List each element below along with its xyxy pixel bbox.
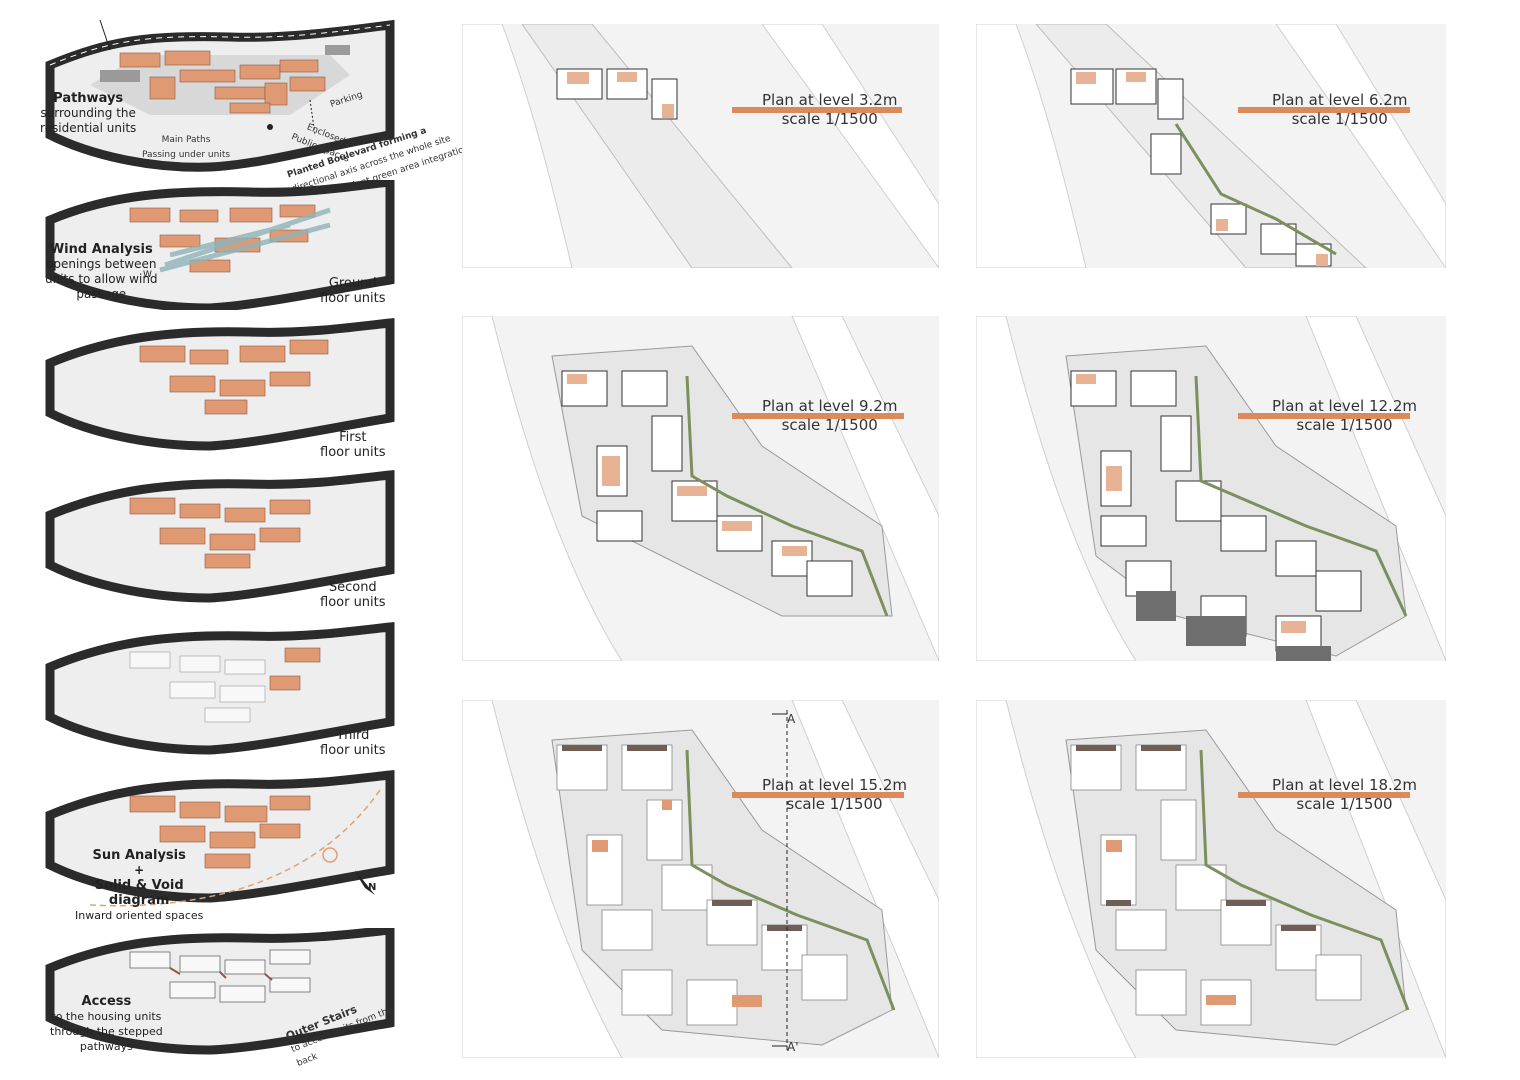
wind-line-2: units to allow wind [45,272,158,286]
axo-drawing [45,318,395,451]
plan-title: Plan at level 6.2m [1272,91,1408,109]
second-line-2: floor units [320,595,386,610]
sun-label: Sun Analysis + Solid & Void diagram Inwa… [75,848,203,923]
plan-title: Plan at level 18.2m [1272,776,1417,794]
section-label-top: A [787,712,796,726]
plan-title-block: Plan at level 15.2m scale 1/1500 [762,776,907,814]
plan-drawing [976,24,1446,268]
access-line-1: to the housing units [51,1010,162,1023]
sun-compass: N [368,882,377,893]
plan-scale: scale 1/1500 [781,416,878,434]
pathways-title: Pathways [53,91,124,106]
plan-scale: scale 1/1500 [1291,110,1388,128]
plan-title-block: Plan at level 18.2m scale 1/1500 [1272,776,1417,814]
plan-scale: scale 1/1500 [1296,795,1393,813]
plan-drawing [462,24,939,268]
section-label-bottom: A' [787,1040,799,1054]
plan-level-15-2: Plan at level 15.2m scale 1/1500 A A' [462,700,939,1058]
plan-title: Plan at level 9.2m [762,397,898,415]
axo-diagram-access: Access to the housing units through the … [30,928,395,1069]
plan-title-bar [1238,792,1410,798]
axo-diagram-sun: Sun Analysis + Solid & Void diagram Inwa… [30,770,395,930]
plan-drawing [462,700,939,1058]
plan-drawing [976,316,1446,661]
second-line-1: Second [328,580,377,595]
axo-diagram-second: Second floor units [30,470,395,615]
plan-level-12-2: Plan at level 12.2m scale 1/1500 [976,316,1446,661]
third-line-1: Third [336,728,370,743]
axo-drawing [45,470,395,603]
plan-scale: scale 1/1500 [786,795,883,813]
sun-sub: Inward oriented spaces [75,909,204,922]
sun-line-1: + [134,863,145,877]
wind-compass: W [143,270,152,280]
first-floor-label: First floor units [320,430,386,460]
axo-drawing [45,770,395,907]
third-line-2: floor units [320,743,386,758]
first-line-2: floor units [320,445,386,460]
axo-drawing [45,928,395,1055]
plan-title: Plan at level 3.2m [762,91,898,109]
plan-title-block: Plan at level 3.2m scale 1/1500 [762,91,897,129]
plan-scale: scale 1/1500 [1296,416,1393,434]
plan-title-block: Plan at level 9.2m scale 1/1500 [762,397,897,435]
plan-level-18-2: Plan at level 18.2m scale 1/1500 [976,700,1446,1058]
plan-title-bar [732,413,904,419]
plan-title-bar [732,107,902,113]
wind-title: Wind Analysis [49,242,153,257]
plan-title-block: Plan at level 6.2m scale 1/1500 [1272,91,1407,129]
second-floor-label: Second floor units [320,580,386,610]
wind-label: Wind Analysis openings between units to … [45,242,158,302]
access-title: Access [81,994,132,1009]
access-line-3: pathways [79,1040,133,1053]
ground-floor-label: Ground floor units [320,276,386,306]
ground-line-2: floor units [320,291,386,306]
wind-line-1: openings between [46,257,157,271]
plan-drawing [976,700,1446,1058]
pathways-label: Pathways surrounding the residential uni… [40,91,136,136]
access-label: Access to the housing units through the … [50,994,163,1054]
plan-title-block: Plan at level 12.2m scale 1/1500 [1272,397,1417,435]
plan-scale: scale 1/1500 [781,110,878,128]
axo-drawing [45,19,395,172]
sun-title: Sun Analysis [92,848,186,863]
wind-line-3: passage [76,287,127,301]
axo-diagram-first: First floor units [30,318,395,463]
pathways-line-1: surrounding the [40,106,136,120]
main-paths-note: Main Paths Passing under units [142,133,230,163]
plan-title-bar [732,792,904,798]
axo-diagram-pathways: Pathways surrounding the residential uni… [30,15,471,209]
pathways-line-2: residential units [40,121,137,135]
axo-drawing [45,622,395,755]
plan-title-bar [1238,107,1410,113]
plan-title: Plan at level 15.2m [762,776,907,794]
ground-line-1: Ground [328,276,377,291]
plan-title-bar [1238,413,1410,419]
note-main-paths: Main Paths [161,135,211,145]
plan-level-6-2: Plan at level 6.2m scale 1/1500 [976,24,1446,268]
axo-diagram-ground: Wind Analysis openings between units to … [30,180,395,310]
plan-title: Plan at level 12.2m [1272,397,1417,415]
third-floor-label: Third floor units [320,728,386,758]
note-passing-under: Passing under units [142,150,231,160]
access-line-2: through the stepped [50,1025,163,1038]
first-line-1: First [339,430,367,445]
plan-level-3-2: Plan at level 3.2m scale 1/1500 [462,24,939,268]
plan-level-9-2: Plan at level 9.2m scale 1/1500 [462,316,939,661]
axo-drawing [45,180,395,310]
sun-line-2: Solid & Void [94,878,184,893]
plan-drawing [462,316,939,661]
sun-line-3: diagram [108,893,170,908]
axo-diagram-third: Third floor units [30,622,395,762]
